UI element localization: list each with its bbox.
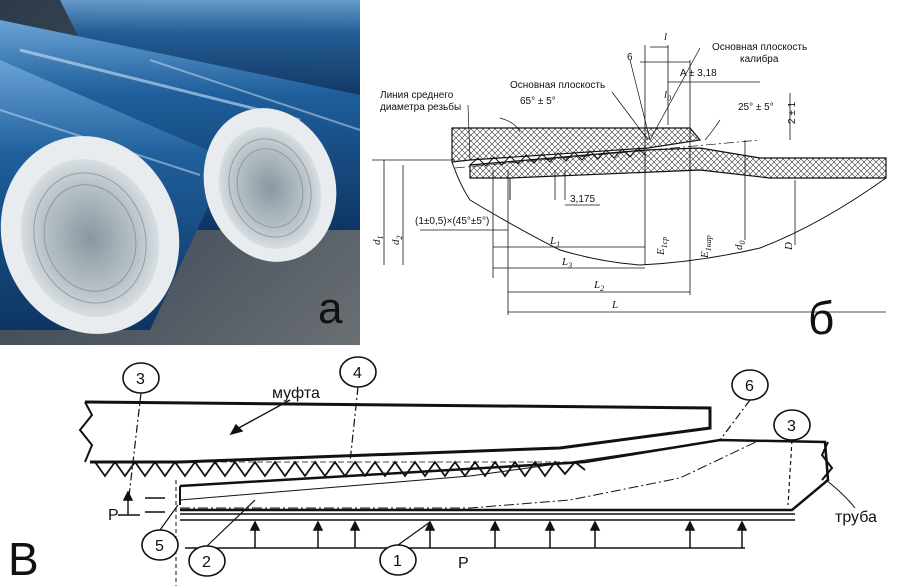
label-chamfer: (1±0,5)×(45°±5°)	[415, 216, 489, 227]
label-e1nar: E1нар	[699, 235, 713, 259]
label-pipe: труба	[835, 509, 877, 526]
callout-4-text: 4	[353, 365, 362, 382]
label-gauge-plane-2: калибра	[740, 53, 779, 65]
panel-label-b: б	[808, 292, 834, 344]
pressure-arrows	[185, 520, 748, 549]
label-thread-line-2: диаметра резьбы	[380, 101, 461, 113]
panel-c-schematic: муфта труба P P 3 4 6 3 5 2 1 В	[8, 356, 877, 586]
label-pressure: P	[458, 555, 469, 572]
label-gauge-plane-1: Основная плоскость	[712, 42, 807, 53]
label-angle-65: 65° ± 5°	[520, 96, 556, 107]
callout-6-text: 6	[745, 378, 754, 395]
callout-3-left-text: 3	[136, 371, 145, 388]
label-dim-3175: 3,175	[570, 194, 595, 205]
label-e1cp: E1ср	[655, 237, 669, 256]
label-angle-25: 25° ± 5°	[738, 102, 774, 113]
label-L1: L1	[549, 235, 560, 249]
callout-1-text: 1	[393, 553, 402, 570]
label-dim-2: 2 ± 1	[787, 101, 798, 124]
label-L2: L2	[593, 279, 604, 293]
label-dim-l0: l0	[664, 89, 671, 103]
callout-2-text: 2	[202, 554, 211, 571]
panel-b-drawing: Линия среднего диаметра резьбы Основная …	[371, 31, 887, 344]
label-thread-line-1: Линия среднего	[380, 90, 454, 101]
panel-a-photo: а	[0, 0, 361, 345]
label-coupling: муфта	[272, 385, 320, 402]
label-dim-6: 6	[627, 52, 633, 63]
label-dim-l: l	[664, 31, 667, 43]
panel-label-c: В	[8, 533, 39, 585]
label-d1: d1	[371, 236, 385, 246]
label-L: L	[611, 299, 618, 311]
callout-5-text: 5	[155, 538, 164, 555]
label-pressure-small: P	[108, 507, 119, 524]
label-D: D	[783, 242, 795, 251]
label-d0: d0	[733, 241, 747, 251]
label-main-plane: Основная плоскость	[510, 80, 605, 91]
label-d2: d2	[390, 236, 404, 246]
label-L3: L3	[561, 256, 572, 270]
label-dim-a: A ± 3,18	[680, 68, 717, 79]
panel-label-a: а	[318, 284, 343, 333]
callout-3-right-text: 3	[787, 418, 796, 435]
